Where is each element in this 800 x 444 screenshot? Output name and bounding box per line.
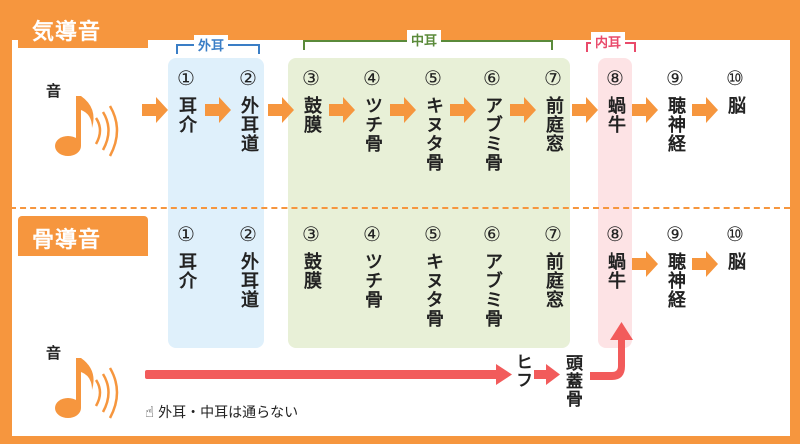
node-number: ① [177, 66, 195, 90]
arrow-icon [390, 97, 416, 123]
node-label: 前庭窓 [543, 96, 564, 153]
bone-node-9: ⑨ 聴神経 [660, 222, 690, 309]
node-label: 外耳道 [238, 96, 259, 153]
arrow-icon [205, 97, 231, 123]
arrow-icon [632, 97, 658, 123]
node-number: ⑨ [666, 222, 684, 246]
arrow-icon [496, 364, 512, 385]
footnote: ☝ 外耳・中耳は通らない [145, 402, 298, 422]
node-label: キヌタ骨 [423, 96, 444, 172]
node-label: 耳介 [176, 96, 197, 134]
arrow-icon [142, 97, 168, 123]
bone-node-5: ⑤ キヌタ骨 [418, 222, 448, 328]
node-label: 聴神経 [665, 252, 686, 309]
arrow-icon [632, 251, 658, 277]
frame-bottom [0, 436, 800, 444]
air-node-5: ⑤ キヌタ骨 [418, 66, 448, 172]
node-number: ⑥ [483, 222, 501, 246]
bone-path-line [145, 370, 499, 379]
middle-ear-label: 中耳 [407, 30, 442, 49]
node-number: ⑦ [544, 66, 562, 90]
footnote-text: 外耳・中耳は通らない [158, 405, 299, 421]
arrow-icon [610, 322, 633, 340]
bone-node-8: ⑧ 蝸牛 [600, 222, 630, 290]
pointing-hand-icon: ☝ [145, 403, 155, 421]
node-number: ② [239, 222, 257, 246]
frame-left [0, 0, 12, 444]
arrow-icon [692, 97, 718, 123]
bone-node-4: ④ ツチ骨 [357, 222, 387, 309]
node-number: ⑦ [544, 222, 562, 246]
node-number: ⑧ [606, 66, 624, 90]
outer-ear-label: 外耳 [194, 35, 229, 54]
bone-sound-label: 音 [46, 344, 62, 362]
air-node-3: ③ 鼓膜 [296, 66, 326, 134]
skull-label: 頭蓋骨 [562, 354, 582, 408]
node-label: 外耳道 [238, 252, 259, 309]
bone-conduction-title: 骨導音 [18, 216, 148, 256]
arrow-icon [450, 97, 476, 123]
skin-label: ヒフ [512, 353, 532, 389]
node-number: ② [239, 66, 257, 90]
air-node-2: ② 外耳道 [233, 66, 263, 153]
node-label: 脳 [725, 96, 746, 115]
node-label: アブミ骨 [482, 252, 503, 328]
node-number: ④ [363, 66, 381, 90]
arrow-icon [546, 364, 560, 385]
section-divider [10, 207, 790, 209]
air-node-6: ⑥ アブミ骨 [477, 66, 507, 172]
node-number: ⑩ [726, 66, 744, 90]
node-label: アブミ骨 [482, 96, 503, 172]
bone-path-line [590, 338, 625, 380]
air-conduction-title: 気導音 [18, 8, 148, 48]
node-number: ⑤ [424, 66, 442, 90]
air-node-4: ④ ツチ骨 [357, 66, 387, 153]
node-number: ⑧ [606, 222, 624, 246]
arrow-icon [329, 97, 355, 123]
music-note-icon [55, 96, 119, 157]
arrow-icon [510, 97, 536, 123]
node-number: ③ [302, 222, 320, 246]
bone-node-2: ② 外耳道 [233, 222, 263, 309]
node-number: ⑩ [726, 222, 744, 246]
node-label: ツチ骨 [362, 252, 383, 309]
bone-node-1: ① 耳介 [171, 222, 201, 290]
bone-node-7: ⑦ 前庭窓 [538, 222, 568, 309]
node-label: 前庭窓 [543, 252, 564, 309]
node-label: ツチ骨 [362, 96, 383, 153]
node-number: ④ [363, 222, 381, 246]
air-node-10: ⑩ 脳 [720, 66, 750, 115]
inner-ear-label: 内耳 [591, 32, 626, 51]
air-node-8: ⑧ 蝸牛 [600, 66, 630, 134]
node-label: 蝸牛 [605, 252, 626, 290]
air-node-7: ⑦ 前庭窓 [538, 66, 568, 153]
air-node-1: ① 耳介 [171, 66, 201, 134]
node-number: ⑤ [424, 222, 442, 246]
arrow-icon [268, 97, 294, 123]
air-sound-label: 音 [46, 82, 62, 100]
frame-right [790, 0, 800, 444]
node-label: 鼓膜 [301, 252, 322, 290]
node-label: キヌタ骨 [423, 252, 444, 328]
node-label: 鼓膜 [301, 96, 322, 134]
bone-node-10: ⑩ 脳 [720, 222, 750, 271]
node-label: 聴神経 [665, 96, 686, 153]
music-note-icon [55, 358, 119, 419]
node-label: 耳介 [176, 252, 197, 290]
bone-path-line [534, 370, 548, 379]
node-label: 蝸牛 [605, 96, 626, 134]
node-label: 脳 [725, 252, 746, 271]
node-number: ③ [302, 66, 320, 90]
arrow-icon [572, 97, 598, 123]
arrow-icon [692, 251, 718, 277]
node-number: ⑥ [483, 66, 501, 90]
air-node-9: ⑨ 聴神経 [660, 66, 690, 153]
bone-node-3: ③ 鼓膜 [296, 222, 326, 290]
bone-node-6: ⑥ アブミ骨 [477, 222, 507, 328]
node-number: ① [177, 222, 195, 246]
inner-ear-region [598, 58, 632, 348]
node-number: ⑨ [666, 66, 684, 90]
